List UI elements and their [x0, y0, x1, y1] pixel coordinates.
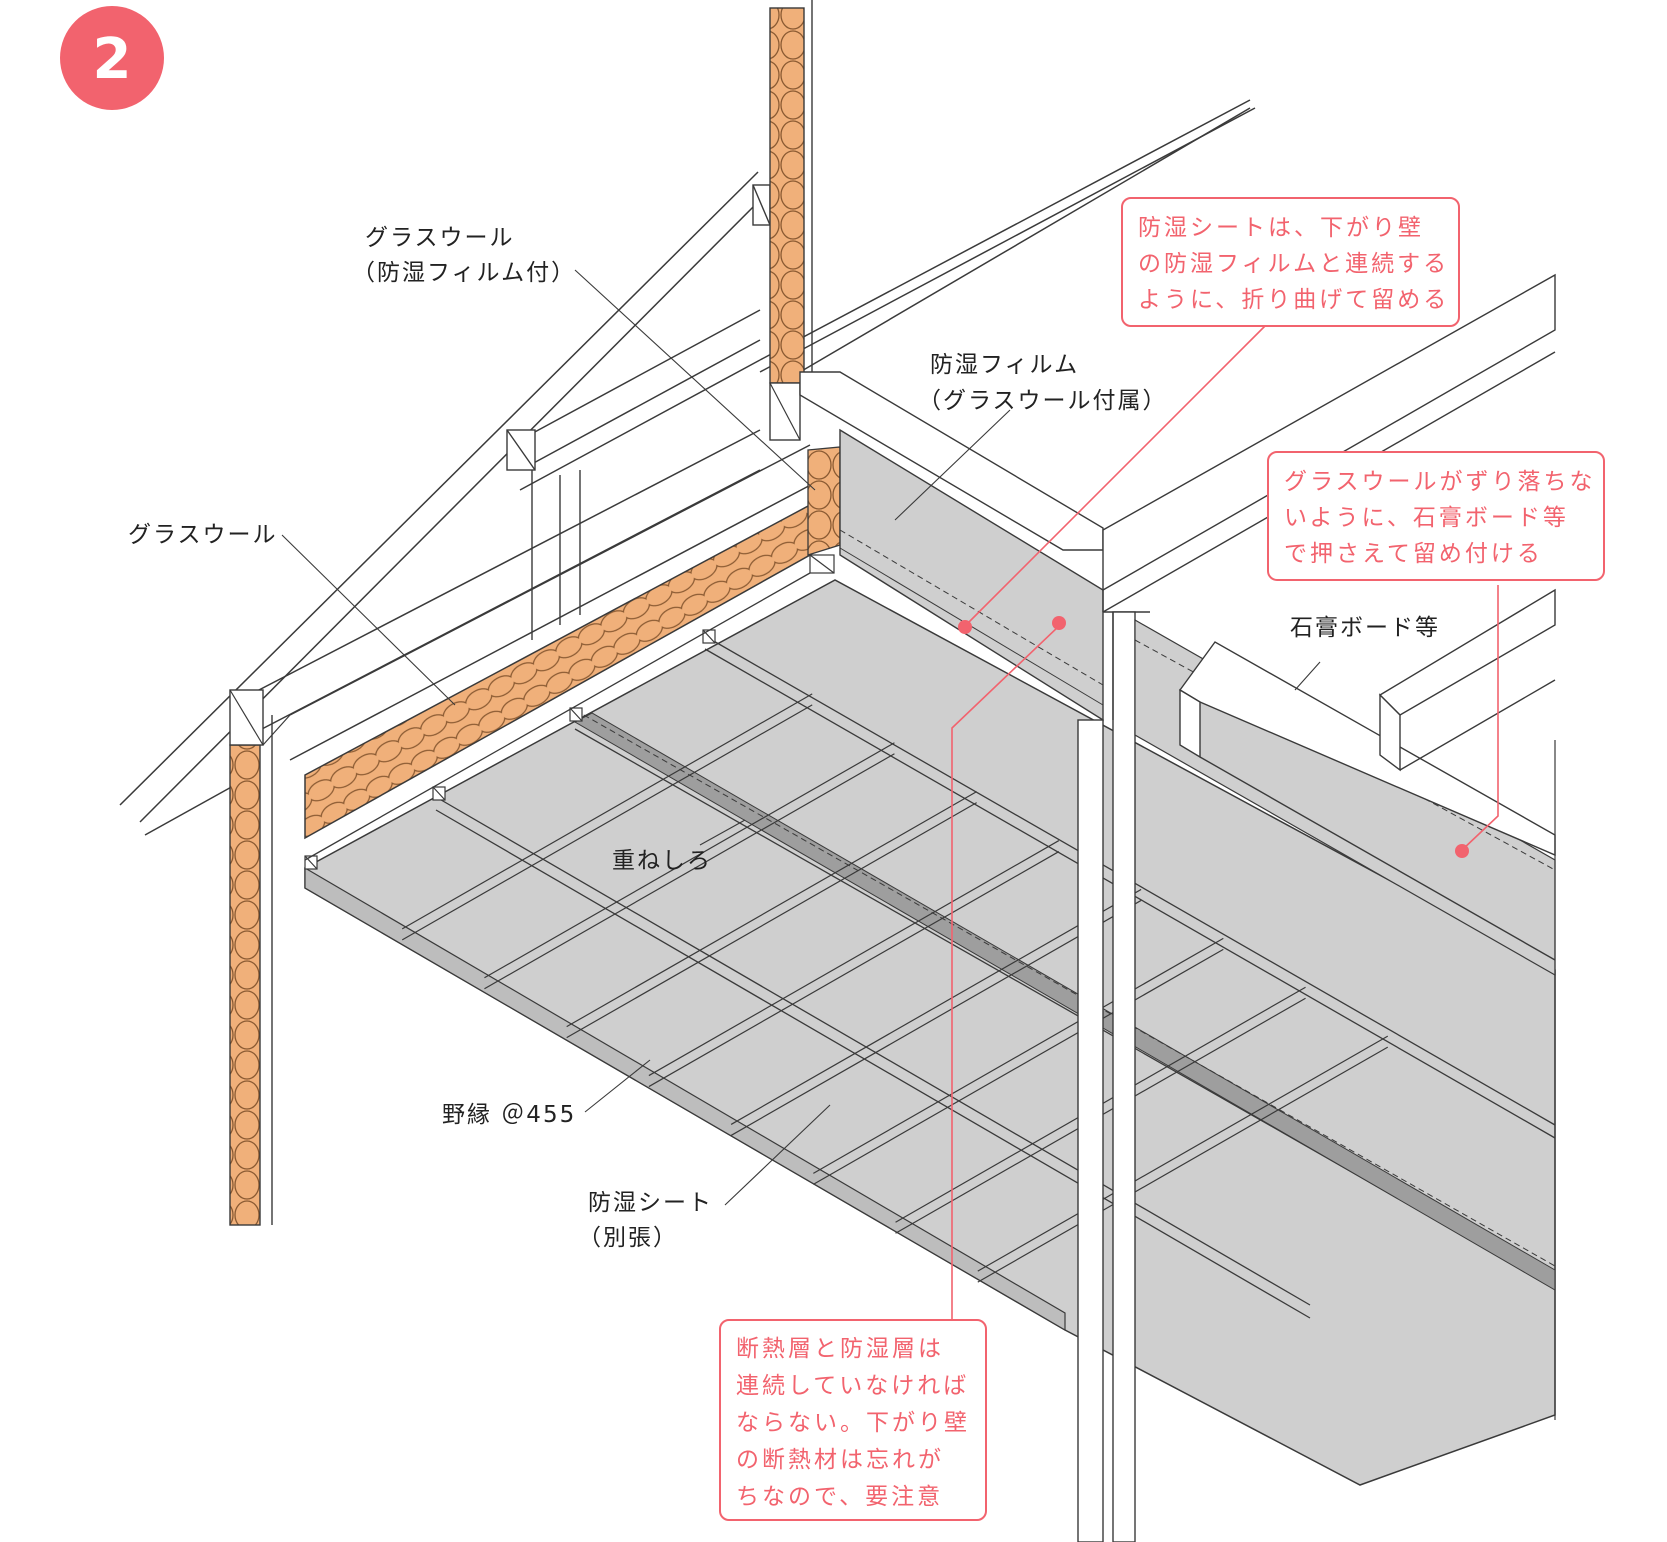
cross-batten-line [813, 948, 1224, 1185]
note-line: で押さえて留め付ける [1284, 541, 1543, 567]
sheet-front-edge [304, 866, 1066, 1332]
cross-batten-line [648, 851, 1060, 1088]
leader-lines [281, 269, 1321, 1206]
note-line: ならない。下がり壁 [736, 1410, 970, 1436]
note-line: グラスウールがずり落ちな [1284, 469, 1596, 495]
cross-batten-line [648, 840, 1060, 1077]
note-line: 断熱層と防湿層は [736, 1336, 944, 1362]
label-glasswool-film-2: （防湿フィルム付） [352, 260, 576, 286]
note-line: 連続していなければ [736, 1373, 969, 1399]
label-glasswool-film-1: グラスウール [365, 225, 515, 251]
cross-batten-line [730, 888, 1142, 1125]
label-sheet-1: 防湿シート [588, 1190, 713, 1216]
cross-batten-line [401, 704, 813, 941]
label-furring: 野縁 ＠455 [442, 1102, 576, 1128]
cross-batten-line [401, 693, 813, 930]
note-continuity-text: 断熱層と防湿層は連続していなければならない。下がり壁の断熱材は忘れがちなので、要… [736, 1336, 970, 1510]
cross-batten-line [484, 742, 895, 979]
cross-batten-line [977, 1035, 1389, 1272]
truss-posts [506, 184, 771, 640]
drop-wall-insulation [807, 446, 841, 556]
note-gypsum: グラスウールがずり落ちないように、石膏ボード等で押さえて留め付ける [1267, 451, 1605, 581]
left-wall [229, 689, 291, 1226]
note-gypsum-text: グラスウールがずり落ちないように、石膏ボード等で押さえて留め付ける [1284, 469, 1596, 567]
note-line: ちなので、要注意 [736, 1484, 943, 1510]
accent-dots [958, 616, 1469, 858]
note-line: の断熱材は忘れが [736, 1447, 944, 1473]
cross-batten-line [977, 1046, 1389, 1283]
cross-batten-line [566, 791, 977, 1028]
label-sheet-2: （別張） [578, 1225, 678, 1251]
note-continuity: 断熱層と防湿層は連続していなければならない。下がり壁の断熱材は忘れがちなので、要… [719, 1319, 987, 1521]
cross-batten-line [484, 753, 895, 990]
note-fold-text: 防湿シートは、下がり壁の防湿フィルムと連続するように、折り曲げて留める [1138, 215, 1449, 313]
note-line: ように、折り曲げて留める [1138, 287, 1449, 313]
step-badge [60, 6, 164, 110]
upper-wall [769, 0, 813, 441]
note-line: 防湿シートは、下がり壁 [1138, 215, 1424, 241]
posts [1077, 611, 1136, 1542]
ceiling-beam [799, 273, 1556, 613]
label-gypsum: 石膏ボード等 [1290, 615, 1440, 641]
cross-batten-line [566, 802, 977, 1039]
label-film-1: 防湿フィルム [930, 352, 1079, 378]
note-fold: 防湿シートは、下がり壁の防湿フィルムと連続するように、折り曲げて留める [1121, 197, 1460, 327]
cross-batten-line [813, 937, 1224, 1174]
note-line: の防湿フィルムと連続する [1138, 251, 1449, 277]
accent-leaders [951, 325, 1499, 1330]
gypsum-board [1178, 588, 1556, 961]
cross-batten-line [730, 899, 1142, 1136]
roof-rafters [119, 99, 1256, 836]
note-line: いように、石膏ボード等 [1284, 505, 1569, 531]
label-film-2: （グラスウール付属） [918, 388, 1168, 414]
step-number: 2 [93, 27, 132, 92]
label-overlap: 重ねしろ [612, 848, 712, 874]
label-glasswool: グラスウール [128, 522, 278, 548]
